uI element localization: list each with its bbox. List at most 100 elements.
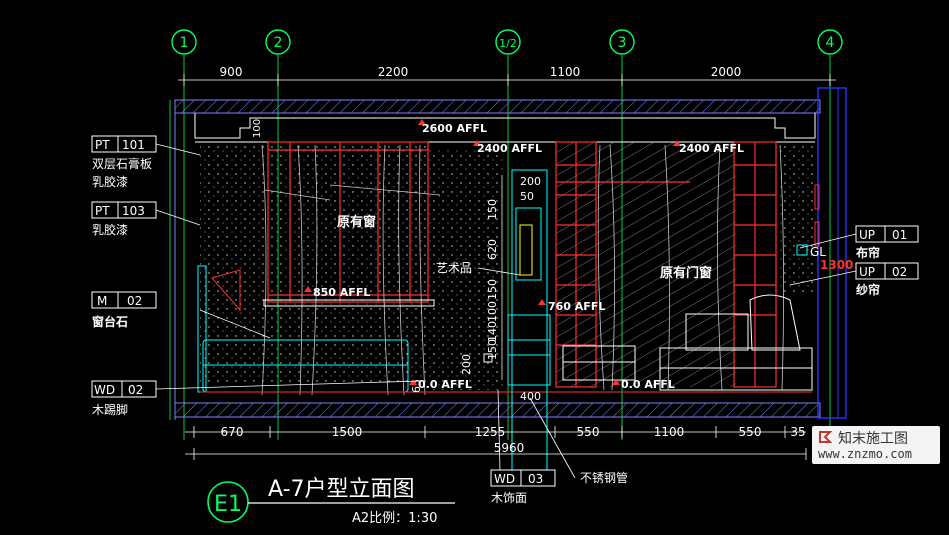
dimension-text: 900 [220,65,243,79]
level-markers [304,119,681,385]
tag-number: 02 [128,383,143,397]
tag-desc: 纱帘 [856,282,880,297]
dim-text: 150 [486,279,499,300]
tag-desc: 木饰面 [491,491,527,505]
art-piece [519,224,533,276]
dimension-text: 1255 [475,425,506,439]
grid-label: 1 [180,35,189,51]
tag-m02: M 02 窗台石 [91,291,157,329]
brand-logo-icon [819,431,832,443]
gl-label: GL [810,245,826,259]
tag-up02: UP 02 纱帘 [789,262,919,297]
dim-text: 1300 [820,258,853,272]
tag-number: 101 [122,138,145,152]
title-symbol: E1 [214,492,242,517]
dim-text: 50 [520,190,534,203]
dimension-text: 2200 [378,65,409,79]
top-dimension-line [178,74,836,86]
dimension-text: 1500 [332,425,363,439]
stone-wall-texture [775,143,815,293]
watermark-url: www.znzmo.com [818,447,912,461]
title-scale: A2比例：1:30 [352,511,437,526]
bottom-dimension-line [185,426,807,460]
level-text: 850 AFFL [313,286,370,299]
level-text: 0.0 AFFL [418,378,472,391]
tag-pt101: PT 101 双层石膏板 乳胶漆 [91,135,201,189]
tag-code: PT [95,204,110,218]
lamp-shade [211,269,241,312]
title-name: A-7户型立面图 [268,477,415,502]
dim-text: 150 [486,199,499,220]
tag-number: 01 [892,228,907,242]
ceiling-profile [194,113,816,143]
stone-wall-texture [200,143,430,383]
original-door-window-frame [555,141,777,388]
dimension-text: 550 [739,425,762,439]
tag-desc: 乳胶漆 [92,222,128,237]
gl-sensor [796,244,808,256]
dim-text: 200 [520,175,541,188]
tag-number: 103 [122,204,145,218]
tag-desc: 木踢脚 [92,402,128,417]
steel-tube-note: 不锈钢管 [580,470,628,485]
grid-bubbles [171,29,843,55]
dimension-text: 35 [790,425,805,439]
curtains-right [597,144,784,391]
dim-text: 100 [252,119,263,138]
tag-wd03: WD 03 木饰面 [490,389,556,505]
watermark: 知末施工图 www.znzmo.com [812,426,940,464]
right-wall [817,87,847,419]
level-text: 760 AFFL [548,300,605,313]
art-label: 艺术品 [436,261,472,275]
dimension-text: 2000 [711,65,742,79]
coffee-table [562,345,636,381]
socket [483,353,493,363]
tag-code: UP [859,265,875,279]
dimension-text: 1100 [654,425,685,439]
art-niche [507,169,551,471]
level-text: 2600 AFFL [422,122,487,135]
title-symbol-circle [207,481,249,523]
tag-desc: 乳胶漆 [92,174,128,189]
tag-number: 03 [528,472,543,486]
floor-slab [174,402,821,418]
tag-code: WD [494,472,515,486]
grid-label: 3 [618,35,627,51]
watermark-name: 知末施工图 [838,431,908,447]
sofa [659,294,813,391]
dim-text: 400 [520,390,541,403]
room-label: 原有门窗 [660,265,712,281]
dimension-text: 670 [221,425,244,439]
ceiling-slab [174,99,821,114]
level-text: 2400 AFFL [477,142,542,155]
tag-up01: UP 01 布帘 [799,225,919,260]
tag-code: M [97,294,107,308]
tag-desc: 窗台石 [92,314,128,329]
grid-label: 4 [826,35,835,51]
stone-wall-texture [430,150,505,390]
window-sill-stone [263,299,435,307]
dimension-text: 1100 [550,65,581,79]
tag-desc: 双层石膏板 [92,156,152,171]
tag-number: 02 [127,294,142,308]
dim-text: 620 [486,239,499,260]
dim-text: 100 [486,301,499,322]
tag-code: WD [94,383,115,397]
dim-text: 150 [486,339,499,360]
original-window-frame [267,141,429,303]
dimension-text: 5960 [494,441,525,455]
tag-wd02: WD 02 木踢脚 [91,380,421,417]
tag-pt103: PT 103 乳胶漆 [91,201,201,237]
grid-label: 1/2 [499,37,517,50]
dim-text: 140 [486,321,499,342]
room-label: 原有窗 [337,214,376,230]
dimension-text: 550 [577,425,600,439]
dim-text: 200 [460,354,473,375]
tag-code: UP [859,228,875,242]
level-text: 2400 AFFL [679,142,744,155]
tag-number: 02 [892,265,907,279]
tag-desc: 布帘 [856,245,880,260]
title-block: E1 A-7户型立面图 A2比例：1:30 [207,477,455,526]
tag-code: PT [95,138,110,152]
